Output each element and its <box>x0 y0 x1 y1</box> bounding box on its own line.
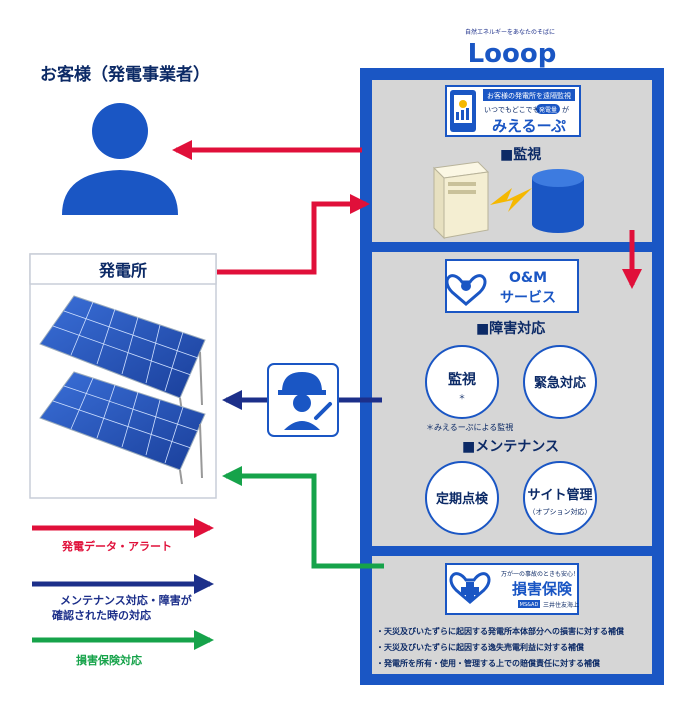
plant-label: 発電所 <box>98 261 147 280</box>
mieroop-app-name: みえるーぷ <box>492 117 566 135</box>
insurance-badge <box>445 563 579 615</box>
insurance-bullet: ・発電所を所有・使用・管理する上での賠償責任に対する補償 <box>376 658 600 668</box>
om-badge-line1: O&M <box>509 270 547 286</box>
legend-label-green: 損害保険対応 <box>76 653 142 667</box>
solar-panel-icon-lower <box>39 371 206 485</box>
insurance-tag: 万が一の事故のときも安心！ <box>501 570 579 578</box>
monitor-footnote: ＊みえるーぷによる監視 <box>426 422 513 432</box>
brand-tagline: 自然エネルギーをあなたのそばに <box>465 28 555 36</box>
lightning-icon <box>490 188 532 212</box>
mieroop-app-badge <box>445 85 581 137</box>
service-circle-site-label: サイト管理 <box>527 487 592 503</box>
legend-label-blue: メンテナンス対応・障害が 確認された時の対応 <box>52 593 196 622</box>
service-circle-inspection <box>425 461 499 535</box>
server-icon <box>532 169 584 233</box>
service-circle-monitor <box>425 345 499 419</box>
insurance-title: 損害保険 <box>512 580 573 598</box>
service-circle-emergency-label: 緊急対応 <box>534 375 586 391</box>
monitoring-heading: ■監視 <box>500 146 541 163</box>
mieroop-subtitle-left: いつでもどこでも <box>484 106 540 114</box>
mieroop-subtitle-right: が <box>562 105 569 114</box>
legend-label-red: 発電データ・アラート <box>61 539 172 553</box>
brand-logo: Looop <box>468 39 557 69</box>
insurance-partner-badge: MS&AD <box>520 602 539 608</box>
insurance-bullet: ・天災及びいたずらに起因する逸失売電利益に対する補償 <box>376 642 584 652</box>
service-circle-monitor-mark: ＊ <box>459 393 466 401</box>
arrow-plant-data-to-monitoring <box>217 194 370 275</box>
service-circle-site-sublabel: （オプション対応） <box>529 507 592 516</box>
fault-heading: ■障害対応 <box>476 320 545 337</box>
customer-person-icon <box>62 103 178 215</box>
monitoring-cabinet-icon <box>432 161 490 240</box>
service-circle-inspection-label: 定期点検 <box>435 491 489 507</box>
maintenance-worker-icon <box>267 363 339 437</box>
legend-label-blue-line2: 確認された時の対応 <box>52 608 151 622</box>
maintenance-heading: ■メンテナンス <box>462 439 559 455</box>
mieroop-tag: お客様の発電所を遠隔監視 <box>487 91 571 100</box>
insurance-partner: 三井住友海上 <box>543 601 579 609</box>
insurance-bullet: ・天災及びいたずらに起因する発電所本体部分への損害に対する補償 <box>376 626 624 636</box>
solar-panel-icon-upper <box>39 295 206 413</box>
legend-label-blue-line1: メンテナンス対応・障害が <box>60 593 192 607</box>
service-circle-emergency <box>523 345 597 419</box>
om-badge-line2: サービス <box>500 290 556 306</box>
arrow-insurance-to-plant <box>222 466 384 569</box>
customer-label: お客様（発電事業者） <box>40 64 210 85</box>
service-circle-site <box>523 461 597 535</box>
service-circle-monitor-label: 監視 <box>448 371 476 388</box>
om-badge <box>445 259 579 313</box>
mieroop-subtitle-chip: 発電量 <box>539 106 557 114</box>
